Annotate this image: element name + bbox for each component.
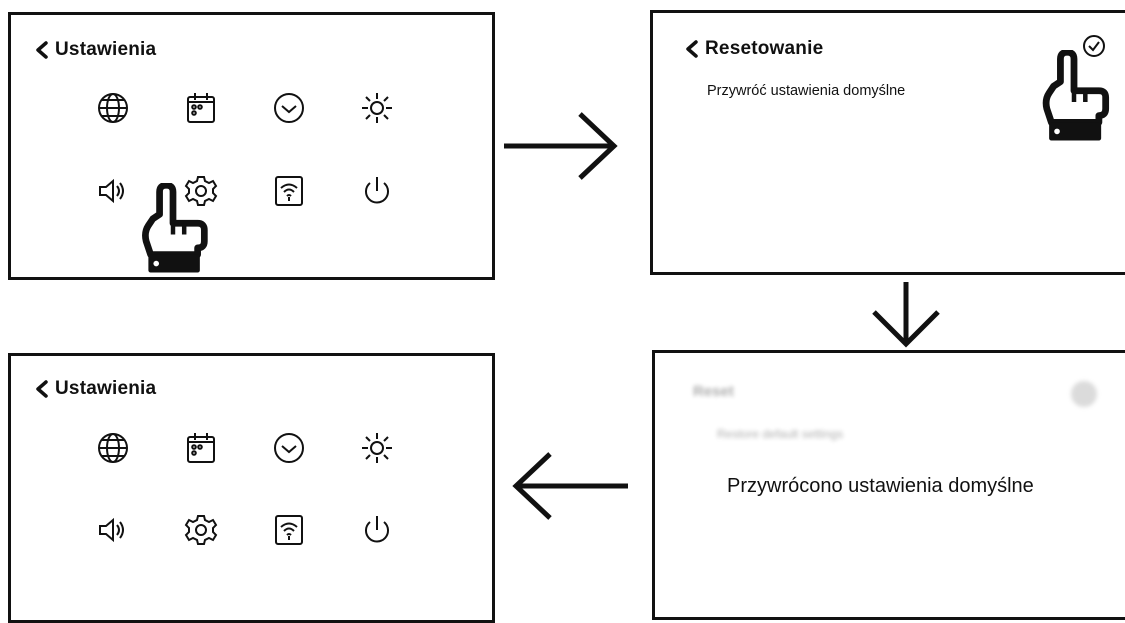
faded-check-icon (1071, 381, 1097, 407)
calendar-icon[interactable] (183, 430, 219, 466)
arrow-right-icon (504, 112, 618, 180)
wifi-icon[interactable] (271, 173, 307, 209)
power-icon[interactable] (359, 173, 395, 209)
reset-screen-panel: Resetowanie Przywróć ustawienia domyślne (650, 10, 1125, 275)
tap-hand-icon (1031, 50, 1117, 145)
restored-message: Przywrócono ustawienia domyślne (727, 475, 1034, 497)
back-chevron-icon[interactable] (35, 380, 49, 398)
settings-result-panel: Ustawienia (8, 353, 495, 623)
speaker-icon[interactable] (95, 512, 131, 548)
wifi-icon[interactable] (271, 512, 307, 548)
page-title: Resetowanie (705, 38, 824, 59)
arrow-down-icon (872, 282, 940, 348)
faded-option: Restore default settings (717, 427, 844, 441)
power-icon[interactable] (359, 512, 395, 548)
tap-hand-icon (129, 183, 217, 277)
gear-icon[interactable] (183, 512, 219, 548)
page-title: Ustawienia (55, 39, 157, 60)
back-chevron-icon[interactable] (685, 40, 699, 58)
page-title: Ustawienia (55, 378, 157, 399)
brightness-icon[interactable] (359, 90, 395, 126)
settings-screen-panel: Ustawienia (8, 12, 495, 280)
back-chevron-icon[interactable] (35, 41, 49, 59)
calendar-icon[interactable] (183, 90, 219, 126)
arrow-left-icon (512, 452, 628, 520)
settings-header[interactable]: Ustawienia (35, 378, 156, 400)
faded-title: Reset (693, 383, 734, 400)
reset-header[interactable]: Resetowanie (685, 38, 823, 60)
restored-screen-panel: Reset Restore default settings Przywróco… (652, 350, 1125, 620)
globe-icon[interactable] (95, 90, 131, 126)
faded-header: Reset (693, 383, 734, 400)
confirm-check-icon[interactable] (1082, 34, 1106, 58)
globe-icon[interactable] (95, 430, 131, 466)
brightness-icon[interactable] (359, 430, 395, 466)
clock-icon[interactable] (271, 90, 307, 126)
clock-icon[interactable] (271, 430, 307, 466)
restore-defaults-option[interactable]: Przywróć ustawienia domyślne (707, 83, 906, 99)
settings-header[interactable]: Ustawienia (35, 39, 156, 61)
speaker-icon[interactable] (95, 173, 131, 209)
